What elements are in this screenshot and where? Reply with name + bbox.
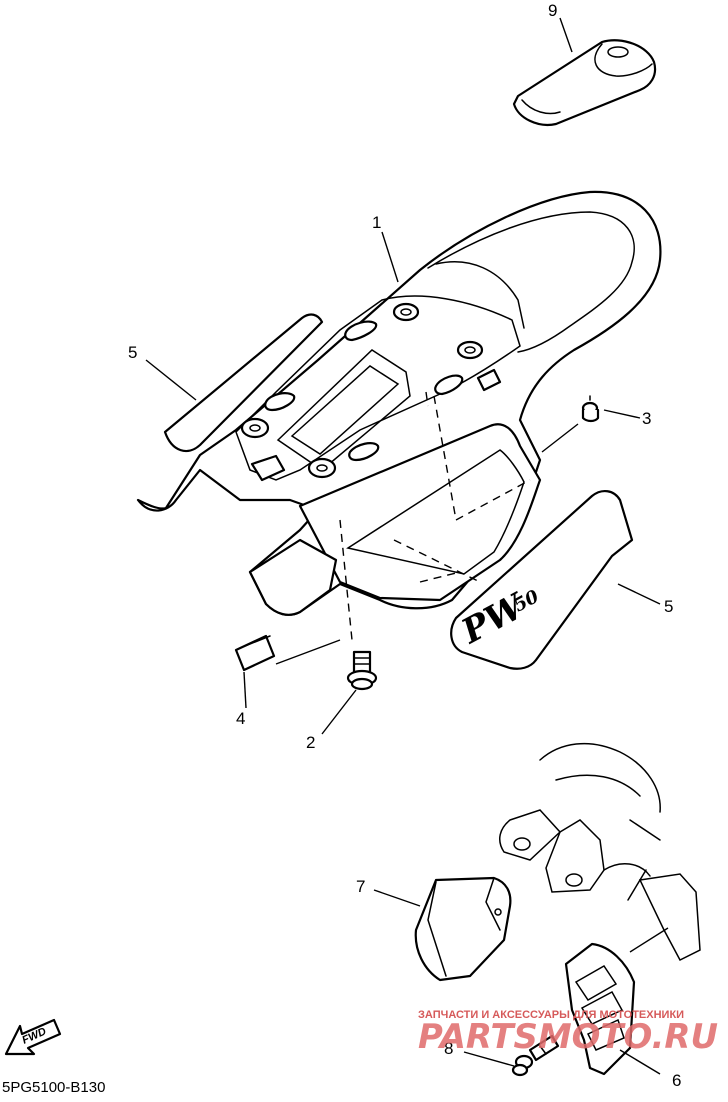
leader-6-link [629, 927, 669, 953]
callout-7: 7 [356, 877, 365, 896]
callout-5-left: 5 [128, 343, 137, 362]
leader-3 [603, 409, 641, 419]
part-9-cover [512, 39, 657, 126]
leader-5-right [617, 583, 661, 605]
leader-1 [381, 231, 399, 283]
leader-9 [559, 17, 573, 53]
callout-4: 4 [236, 709, 245, 728]
part-1-rear-fender [136, 190, 662, 641]
callout-1: 1 [372, 213, 381, 232]
leader-7 [373, 889, 421, 907]
part-6-chain-guard [564, 942, 636, 1076]
callout-6: 6 [672, 1071, 681, 1090]
leader-5-left [145, 359, 197, 401]
callout-9: 9 [548, 1, 557, 20]
part-3-screw [581, 395, 600, 423]
leader-4 [243, 671, 247, 709]
part-2-bolt [346, 650, 378, 691]
callout-5-right: 5 [664, 597, 673, 616]
leader-3-link [541, 423, 579, 453]
callout-3: 3 [642, 409, 651, 428]
diagram-code: 5PG5100-B130 [2, 1079, 105, 1096]
leader-8 [463, 1051, 515, 1067]
watermark: ЗАПЧАСТИ И АКСЕССУАРЫ ДЛЯ МОТОТЕХНИКИ PA… [418, 1009, 718, 1057]
callout-8: 8 [444, 1039, 453, 1058]
leader-6 [619, 1049, 661, 1075]
part-8-bolt [511, 1034, 560, 1077]
fwd-arrow-icon: FWD [4, 1018, 62, 1056]
watermark-logo: PARTSMOTO.RU [418, 1017, 718, 1057]
leader-4-link [275, 639, 341, 665]
part-5-left-decal [163, 313, 324, 453]
watermark-caption: ЗАПЧАСТИ И АКСЕССУАРЫ ДЛЯ МОТОТЕХНИКИ [418, 1009, 684, 1021]
part-4-pad [234, 634, 276, 672]
callout-2: 2 [306, 733, 315, 752]
leader-2 [321, 689, 357, 735]
part-7-bracket [414, 876, 512, 982]
frame-reference [498, 742, 701, 961]
